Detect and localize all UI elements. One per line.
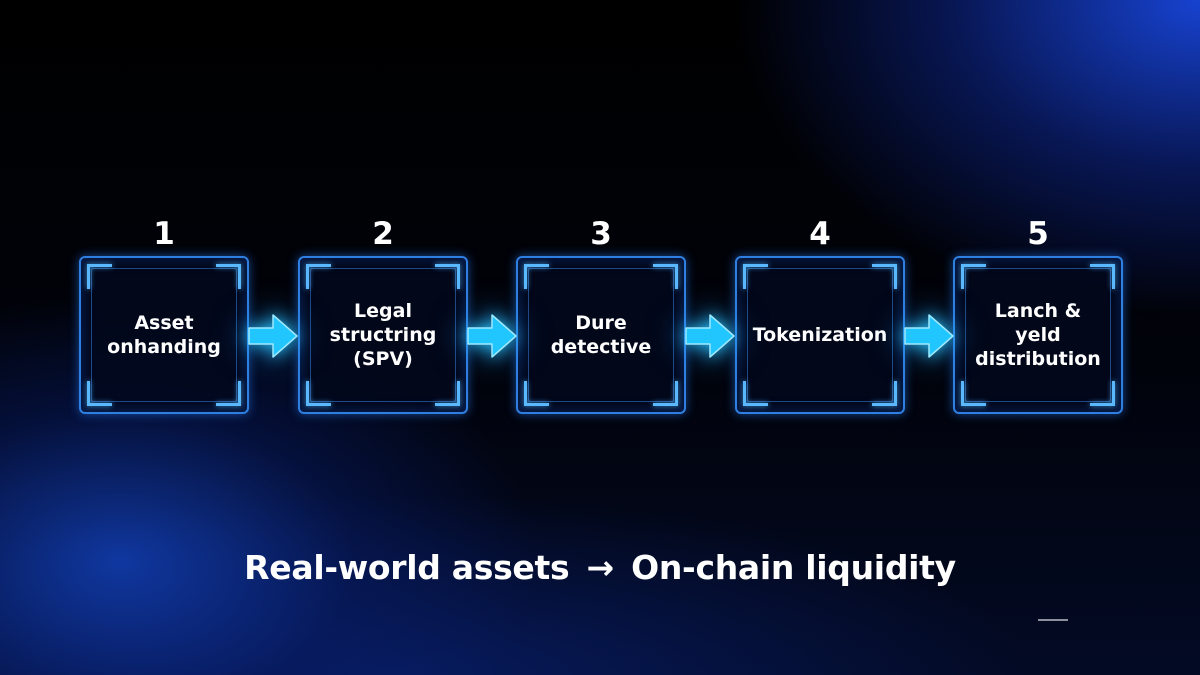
corner-accent <box>524 264 549 289</box>
step-5-number: 5 <box>1027 216 1049 252</box>
step-box-inner-frame <box>310 268 456 402</box>
step-5-box: Lanch & yeld distribution <box>953 256 1123 414</box>
step-box-inner-frame <box>965 268 1111 402</box>
corner-accent <box>435 264 460 289</box>
corner-accent <box>743 264 768 289</box>
right-arrow-icon <box>904 314 954 358</box>
step-2-label: Legal structring (SPV) <box>329 300 437 370</box>
step-box-inner-frame <box>747 268 893 402</box>
step-1-label: Asset onhanding <box>107 312 221 358</box>
step-box-inner-frame <box>528 268 674 402</box>
step-3-number: 3 <box>590 216 612 252</box>
corner-accent <box>524 381 549 406</box>
corner-accent <box>653 381 678 406</box>
step-3-label: Dure detective <box>550 312 652 358</box>
tagline-right: On-chain liquidity <box>631 548 956 587</box>
corner-accent <box>1090 264 1115 289</box>
step-3-box: Dure detective <box>516 256 686 414</box>
corner-accent <box>1090 381 1115 406</box>
corner-accent <box>87 264 112 289</box>
step-4-box: Tokenization <box>735 256 905 414</box>
corner-accent <box>872 264 897 289</box>
corner-accent <box>961 264 986 289</box>
corner-accent <box>216 264 241 289</box>
tagline-arrow-icon: → <box>586 548 615 587</box>
corner-accent <box>961 381 986 406</box>
right-arrow-icon <box>467 314 517 358</box>
corner-accent <box>87 381 112 406</box>
tagline-left: Real-world assets <box>244 548 570 587</box>
corner-accent <box>435 381 460 406</box>
step-1-box: Asset onhanding <box>79 256 249 414</box>
right-arrow-icon <box>248 314 298 358</box>
step-2-number: 2 <box>372 216 394 252</box>
right-arrow-icon <box>685 314 735 358</box>
corner-accent <box>306 264 331 289</box>
step-4-label: Tokenization <box>752 324 888 346</box>
step-box-inner-frame <box>91 268 237 402</box>
step-2-box: Legal structring (SPV) <box>298 256 468 414</box>
decorative-mark <box>1038 619 1068 621</box>
corner-accent <box>743 381 768 406</box>
corner-accent <box>306 381 331 406</box>
step-4-number: 4 <box>809 216 831 252</box>
corner-accent <box>216 381 241 406</box>
tagline: Real-world assets → On-chain liquidity <box>0 546 1200 590</box>
step-1-number: 1 <box>153 216 175 252</box>
step-5-label: Lanch & yeld distribution <box>975 300 1101 370</box>
corner-accent <box>653 264 678 289</box>
corner-accent <box>872 381 897 406</box>
